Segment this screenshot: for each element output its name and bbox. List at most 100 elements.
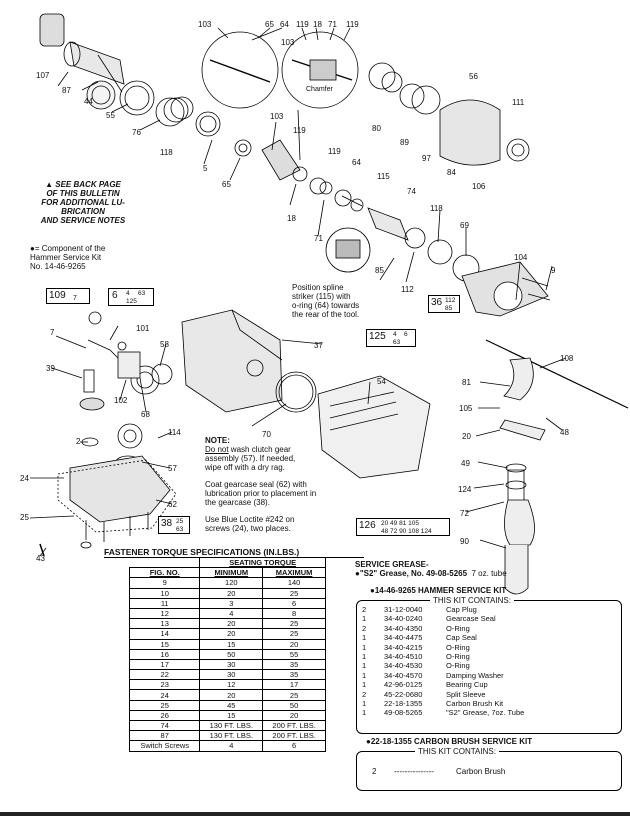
brush-kit-title: ●22-18-1355 CARBON BRUSH SERVICE KIT bbox=[366, 737, 533, 746]
kit-description: Gearcase Seal bbox=[446, 614, 496, 624]
fig-no-cell: 25 bbox=[128, 699, 201, 711]
callout-107: 107 bbox=[36, 71, 50, 80]
maximum-cell: 200 FT. LBS. bbox=[262, 730, 326, 742]
kit-part-no: 34-40-4570 bbox=[384, 670, 423, 680]
callout-69: 69 bbox=[460, 221, 469, 230]
callout-76: 76 bbox=[132, 128, 141, 137]
minimum-cell: 4 bbox=[199, 607, 264, 620]
callout-9: 9 bbox=[551, 266, 556, 275]
callout-103: 103 bbox=[198, 20, 212, 29]
callout-118b: 118 bbox=[430, 204, 443, 213]
callout-111: 111 bbox=[512, 98, 525, 107]
kit-description: Split Sleeve bbox=[446, 689, 486, 699]
maximum-cell: 50 bbox=[262, 699, 326, 711]
callout-64: 64 bbox=[280, 20, 289, 29]
minimum-cell: 20 bbox=[199, 689, 264, 701]
part-box-109: 109 7 bbox=[46, 288, 90, 304]
callout-18b: 18 bbox=[287, 214, 296, 223]
callout-49: 49 bbox=[461, 459, 470, 468]
hammer-kit-title: ●14-46-9265 HAMMER SERVICE KIT bbox=[370, 586, 507, 595]
callout-44: 44 bbox=[84, 97, 93, 106]
callout-85: 85 bbox=[375, 266, 384, 275]
minimum-cell: 130 FT. LBS. bbox=[199, 730, 264, 742]
callout-65: 65 bbox=[265, 20, 274, 29]
kit-part-no: 22-18-1355 bbox=[384, 698, 423, 708]
minimum-cell: 30 bbox=[199, 658, 264, 671]
fig-no-header: FIG. NO. bbox=[128, 567, 201, 579]
minimum-cell: 12 bbox=[199, 679, 264, 691]
kit-description: Bearing Cup bbox=[446, 680, 488, 690]
chamfer-label: Chamfer bbox=[306, 86, 333, 93]
kit-part-no: 34-40-4350 bbox=[384, 623, 423, 633]
callout-119c: 119 bbox=[293, 126, 306, 135]
assembly-notes: NOTE: Do not wash clutch gear assembly (… bbox=[205, 436, 317, 533]
kit-description: Carbon Brush Kit bbox=[446, 698, 504, 708]
callout-124: 124 bbox=[458, 485, 472, 494]
fig-no-cell: 74 bbox=[128, 719, 201, 732]
minimum-cell: 50 bbox=[199, 648, 264, 660]
kit-part-no: 34-40-4530 bbox=[384, 661, 423, 671]
callout-97: 97 bbox=[422, 154, 431, 163]
callout-65b: 65 bbox=[222, 180, 231, 189]
fig-no-cell: 10 bbox=[128, 587, 201, 599]
maximum-cell: 6 bbox=[262, 597, 326, 609]
callout-62: 62 bbox=[168, 500, 177, 509]
callout-43: 43 bbox=[36, 554, 45, 563]
kit-qty: 1 bbox=[362, 708, 367, 718]
fig-no-cell: 12 bbox=[128, 607, 201, 620]
part-box-125: 125 4 6 63 bbox=[366, 329, 416, 347]
maximum-cell: 200 FT. LBS. bbox=[262, 719, 326, 732]
maximum-cell: 6 bbox=[262, 740, 326, 752]
kit-part-no: 34-40-4510 bbox=[384, 651, 423, 661]
callout-7: 7 bbox=[50, 328, 55, 337]
kit-part-no: 34-40-4475 bbox=[384, 633, 423, 643]
callout-71b: 71 bbox=[314, 234, 323, 243]
callout-24: 24 bbox=[20, 474, 29, 483]
kit-qty: 1 bbox=[362, 651, 367, 661]
kit-qty: 1 bbox=[362, 698, 367, 708]
fig-no-cell: 26 bbox=[128, 709, 201, 722]
maximum-cell: 25 bbox=[262, 689, 326, 701]
callout-114: 114 bbox=[168, 428, 181, 437]
hammer-kit-contains: THIS KIT CONTAINS: bbox=[430, 596, 514, 605]
fig-no-cell: 22 bbox=[128, 669, 201, 681]
kit-description: O-Ring bbox=[446, 623, 470, 633]
callout-115: 115 bbox=[377, 172, 390, 181]
kit-part-no: 45-22-0680 bbox=[384, 689, 423, 699]
fig-no-cell: 14 bbox=[128, 628, 201, 640]
kit-qty: 1 bbox=[362, 633, 367, 643]
brush-kit-item: 2 --------------- Carbon Brush bbox=[372, 767, 506, 776]
fig-no-cell: Switch Screws bbox=[128, 740, 201, 752]
minimum-cell: 3 bbox=[199, 597, 264, 609]
minimum-cell: 20 bbox=[199, 618, 264, 630]
minimum-cell: 4 bbox=[199, 740, 264, 752]
callout-105: 105 bbox=[459, 404, 473, 413]
maximum-cell: 35 bbox=[262, 669, 326, 681]
callout-89: 89 bbox=[400, 138, 409, 147]
minimum-cell: 20 bbox=[199, 587, 264, 599]
callout-81: 81 bbox=[462, 378, 471, 387]
minimum-cell: 130 FT. LBS. bbox=[199, 719, 264, 732]
callout-118: 118 bbox=[160, 148, 173, 157]
minimum-cell: 15 bbox=[199, 638, 264, 650]
kit-qty: 1 bbox=[362, 670, 367, 680]
minimum-cell: 120 bbox=[199, 577, 264, 589]
minimum-cell: 15 bbox=[199, 709, 264, 722]
kit-qty: 1 bbox=[362, 614, 367, 624]
callout-56: 56 bbox=[469, 72, 478, 81]
